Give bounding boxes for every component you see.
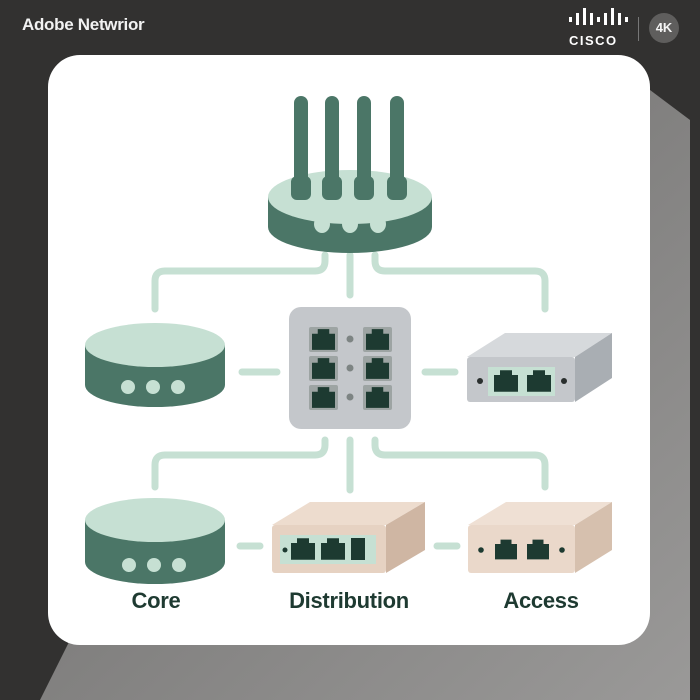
link-switch-core2	[151, 436, 329, 491]
link-router-access	[371, 251, 549, 313]
core-device-icon	[85, 498, 225, 584]
link-switch-access2	[371, 436, 549, 491]
cisco-brand-text: CISCO	[569, 33, 618, 48]
header-divider	[638, 17, 639, 41]
app-title: Adobe Netwrior	[22, 15, 145, 34]
access-switch-icon	[468, 502, 612, 573]
label-distribution: Distribution	[289, 588, 409, 613]
core-router-icon	[85, 323, 225, 407]
label-core: Core	[131, 588, 181, 613]
distribution-switch-icon	[272, 502, 425, 573]
switch-panel-icon	[289, 307, 411, 429]
gray-switch-icon	[467, 333, 612, 402]
router-icon	[268, 96, 432, 253]
cisco-logo-icon	[569, 8, 628, 25]
link-router-core	[151, 251, 329, 313]
label-access: Access	[503, 588, 579, 613]
connectors	[151, 251, 549, 550]
resolution-badge: 4K	[649, 13, 679, 43]
